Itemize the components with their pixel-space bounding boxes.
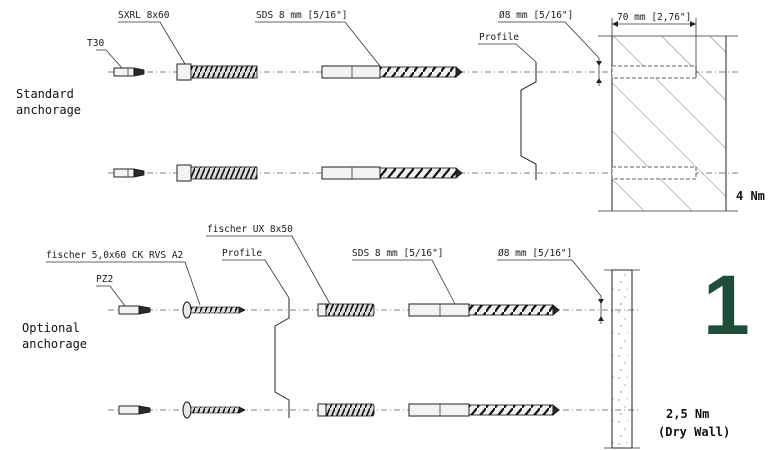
- leader-pz2: [96, 285, 126, 307]
- leader-ux: [206, 235, 331, 305]
- label-profile-std: Profile: [479, 32, 519, 43]
- torx-bit-top: [113, 67, 145, 77]
- torx-bit-bottom: [113, 168, 145, 178]
- sxrl-anchor-bottom: [176, 164, 258, 182]
- step-number: 1: [703, 258, 750, 352]
- optional-title-line1: Optional: [22, 321, 80, 335]
- label-sds-opt: SDS 8 mm [5/16"]: [352, 248, 444, 259]
- sds-drill-bottom: [321, 166, 463, 180]
- torque-optional-line2: (Dry Wall): [658, 425, 730, 439]
- label-hole-std: Ø8 mm [5/16"]: [499, 10, 573, 21]
- standard-section: Standard anchorage: [16, 10, 765, 212]
- standard-profile: [520, 62, 537, 180]
- leader-sds-std: [255, 21, 381, 67]
- standard-title-line2: anchorage: [16, 103, 81, 117]
- torque-optional-line1: 2,5 Nm: [666, 407, 709, 421]
- label-fischer-screw: fischer 5,0x60 CK RVS A2: [46, 250, 183, 261]
- pz-bit-bottom: [118, 405, 151, 415]
- ux-plug-bottom: [317, 403, 375, 417]
- leader-fischer-screw: [46, 261, 201, 306]
- sxrl-anchor-top: [176, 63, 258, 81]
- label-pz2: PZ2: [96, 274, 113, 285]
- standard-title-line1: Standard: [16, 87, 74, 101]
- drywall: [604, 269, 640, 449]
- optional-title-line2: anchorage: [22, 337, 87, 351]
- leader-sxrl: [118, 21, 186, 65]
- optional-profile: [274, 298, 290, 418]
- leader-t30: [96, 49, 123, 69]
- label-ux: fischer UX 8x50: [207, 224, 293, 235]
- sds-drill-opt-bottom: [408, 403, 560, 417]
- fischer-screw-top: [182, 301, 246, 319]
- label-profile-opt: Profile: [222, 248, 262, 259]
- leader-profile-std: [478, 43, 537, 63]
- label-depth: 70 mm [2,76"]: [617, 12, 691, 23]
- concrete-wall: [598, 18, 738, 212]
- leader-profile-opt: [222, 259, 290, 299]
- label-sxrl: SXRL 8x60: [118, 10, 170, 21]
- leader-hole-std: [498, 21, 600, 59]
- optional-section: Optional anchorage: [22, 224, 730, 449]
- sds-drill-top: [321, 65, 463, 79]
- leader-hole-opt: [497, 259, 602, 297]
- leader-sds-opt: [352, 259, 456, 305]
- fischer-screw-bottom: [182, 401, 246, 419]
- label-sds-std: SDS 8 mm [5/16"]: [256, 10, 348, 21]
- optional-hole-marker: [598, 296, 604, 324]
- label-t30: T30: [87, 38, 104, 49]
- pz-bit-top: [118, 305, 151, 315]
- standard-hole-marker: [596, 58, 602, 86]
- label-hole-opt: Ø8 mm [5/16"]: [498, 248, 572, 259]
- ux-plug-top: [317, 303, 375, 317]
- sds-drill-opt-top: [408, 303, 560, 317]
- torque-standard: 4 Nm: [736, 189, 765, 203]
